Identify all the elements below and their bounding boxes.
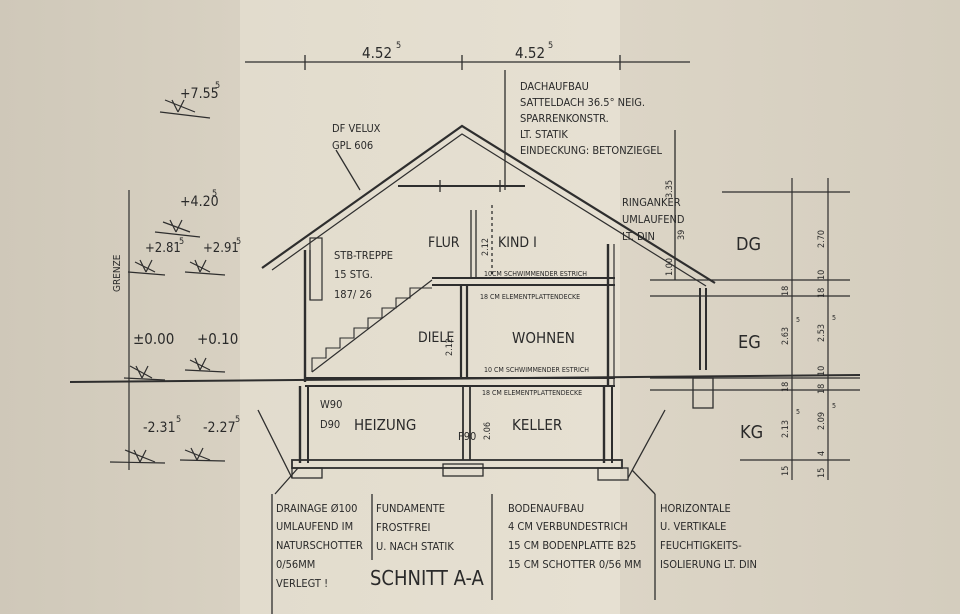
svg-text:18 CM ELEMENTPLATTENDECKE: 18 CM ELEMENTPLATTENDECKE [480, 293, 580, 301]
svg-text:DACHAUFBAU: DACHAUFBAU [520, 80, 589, 93]
grenze-label: GRENZE [112, 254, 123, 292]
svg-text:5: 5 [832, 314, 836, 322]
svg-text:LT. DIN: LT. DIN [622, 230, 655, 243]
svg-text:SATTELDACH 36.5° NEIG.: SATTELDACH 36.5° NEIG. [520, 96, 645, 109]
floor-eg: EG [738, 332, 761, 353]
svg-text:5: 5 [215, 81, 220, 91]
svg-text:U. NACH STATIK: U. NACH STATIK [376, 540, 454, 553]
svg-text:5: 5 [796, 408, 800, 416]
room-diele: DIELE [418, 330, 454, 346]
svg-text:0/56MM: 0/56MM [276, 558, 315, 571]
svg-text:STB-TREPPE: STB-TREPPE [334, 249, 393, 262]
svg-text:10: 10 [817, 366, 827, 376]
left-width-dim: 4.52 [362, 44, 392, 62]
level-basement-right: -2.27 [203, 420, 236, 436]
svg-text:5: 5 [796, 316, 800, 324]
floor-dg: DG [736, 234, 761, 255]
level-eaves-left: +2.81 [145, 241, 181, 256]
room-heizung: HEIZUNG [354, 416, 416, 434]
room-keller: KELLER [512, 416, 562, 434]
svg-text:18: 18 [781, 382, 791, 392]
svg-text:2.12: 2.12 [445, 338, 455, 356]
svg-text:10 CM SCHWIMMENDER ESTRICH: 10 CM SCHWIMMENDER ESTRICH [484, 366, 589, 374]
svg-text:2.13: 2.13 [781, 420, 791, 438]
svg-text:BODENAUFBAU: BODENAUFBAU [508, 502, 584, 515]
svg-text:5: 5 [179, 237, 184, 247]
level-top: +7.55 [180, 86, 219, 102]
svg-text:4 CM VERBUNDESTRICH: 4 CM VERBUNDESTRICH [508, 520, 628, 533]
svg-text:15: 15 [817, 468, 827, 478]
drawing-title: SCHNITT A-A [370, 566, 485, 590]
svg-text:HORIZONTALE: HORIZONTALE [660, 502, 731, 515]
svg-text:EINDECKUNG: BETONZIEGEL: EINDECKUNG: BETONZIEGEL [520, 144, 662, 157]
svg-text:2.53: 2.53 [817, 324, 827, 342]
svg-text:3.35: 3.35 [665, 180, 675, 198]
svg-text:5: 5 [235, 415, 240, 425]
svg-text:15 CM BODENPLATTE B25: 15 CM BODENPLATTE B25 [508, 539, 636, 552]
svg-text:2.09: 2.09 [817, 412, 827, 430]
svg-text:5: 5 [236, 237, 241, 247]
room-wohnen: WOHNEN [512, 329, 575, 347]
svg-text:FUNDAMENTE: FUNDAMENTE [376, 502, 445, 515]
svg-text:18: 18 [781, 286, 791, 296]
svg-text:U. VERTIKALE: U. VERTIKALE [660, 520, 726, 533]
floor-kg: KG [740, 422, 763, 443]
svg-text:4: 4 [817, 451, 827, 456]
svg-text:RINGANKER: RINGANKER [622, 196, 681, 209]
svg-text:1.00: 1.00 [665, 258, 675, 276]
svg-text:2.63: 2.63 [781, 327, 791, 345]
svg-text:18 CM ELEMENTPLATTENDECKE: 18 CM ELEMENTPLATTENDECKE [482, 389, 582, 397]
svg-text:5: 5 [832, 402, 836, 410]
svg-text:18: 18 [817, 384, 827, 394]
level-basement-left: -2.31 [143, 420, 176, 436]
roof-outline [261, 124, 716, 284]
svg-text:39: 39 [677, 230, 687, 240]
room-flur: FLUR [428, 235, 460, 251]
left-width-sup: 5 [396, 41, 401, 51]
right-width-sup: 5 [548, 41, 553, 51]
svg-text:FROSTFREI: FROSTFREI [376, 521, 430, 534]
svg-text:18: 18 [817, 288, 827, 298]
svg-text:GPL 606: GPL 606 [332, 139, 373, 152]
svg-text:VERLEGT !: VERLEGT ! [276, 577, 328, 590]
svg-text:UMLAUFEND IM: UMLAUFEND IM [276, 520, 353, 533]
level-ground-right: +0.10 [197, 330, 238, 348]
svg-text:FEUCHTIGKEITS-: FEUCHTIGKEITS- [660, 539, 742, 552]
svg-text:D90: D90 [320, 418, 340, 431]
svg-text:2.70: 2.70 [817, 230, 827, 248]
level-ground: ±0.00 [133, 330, 174, 348]
right-width-dim: 4.52 [515, 44, 545, 62]
svg-text:UMLAUFEND: UMLAUFEND [622, 213, 685, 226]
level-eaves-right: +2.91 [203, 241, 239, 256]
svg-text:15: 15 [781, 466, 791, 476]
svg-text:2.06: 2.06 [483, 422, 493, 440]
level-ridge: +4.20 [180, 194, 219, 210]
svg-text:5: 5 [176, 415, 181, 425]
svg-text:187/ 26: 187/ 26 [334, 288, 372, 301]
svg-text:NATURSCHOTTER: NATURSCHOTTER [276, 539, 363, 552]
room-kind: KIND I [498, 235, 537, 251]
svg-text:5: 5 [212, 189, 217, 199]
svg-text:SPARRENKONSTR.: SPARRENKONSTR. [520, 112, 609, 125]
svg-text:DF VELUX: DF VELUX [332, 122, 381, 135]
svg-text:10: 10 [817, 270, 827, 280]
svg-text:10CM SCHWIMMENDER ESTRICH: 10CM SCHWIMMENDER ESTRICH [484, 270, 587, 278]
svg-text:DRAINAGE Ø100: DRAINAGE Ø100 [276, 502, 357, 515]
svg-text:2.12: 2.12 [481, 238, 491, 256]
svg-text:15 STG.: 15 STG. [334, 268, 373, 281]
svg-text:LT. STATIK: LT. STATIK [520, 128, 568, 141]
svg-text:F90: F90 [458, 430, 476, 443]
svg-text:15 CM SCHOTTER 0/56 MM: 15 CM SCHOTTER 0/56 MM [508, 558, 641, 571]
svg-text:ISOLIERUNG LT. DIN: ISOLIERUNG LT. DIN [660, 558, 757, 571]
svg-text:W90: W90 [320, 398, 342, 411]
